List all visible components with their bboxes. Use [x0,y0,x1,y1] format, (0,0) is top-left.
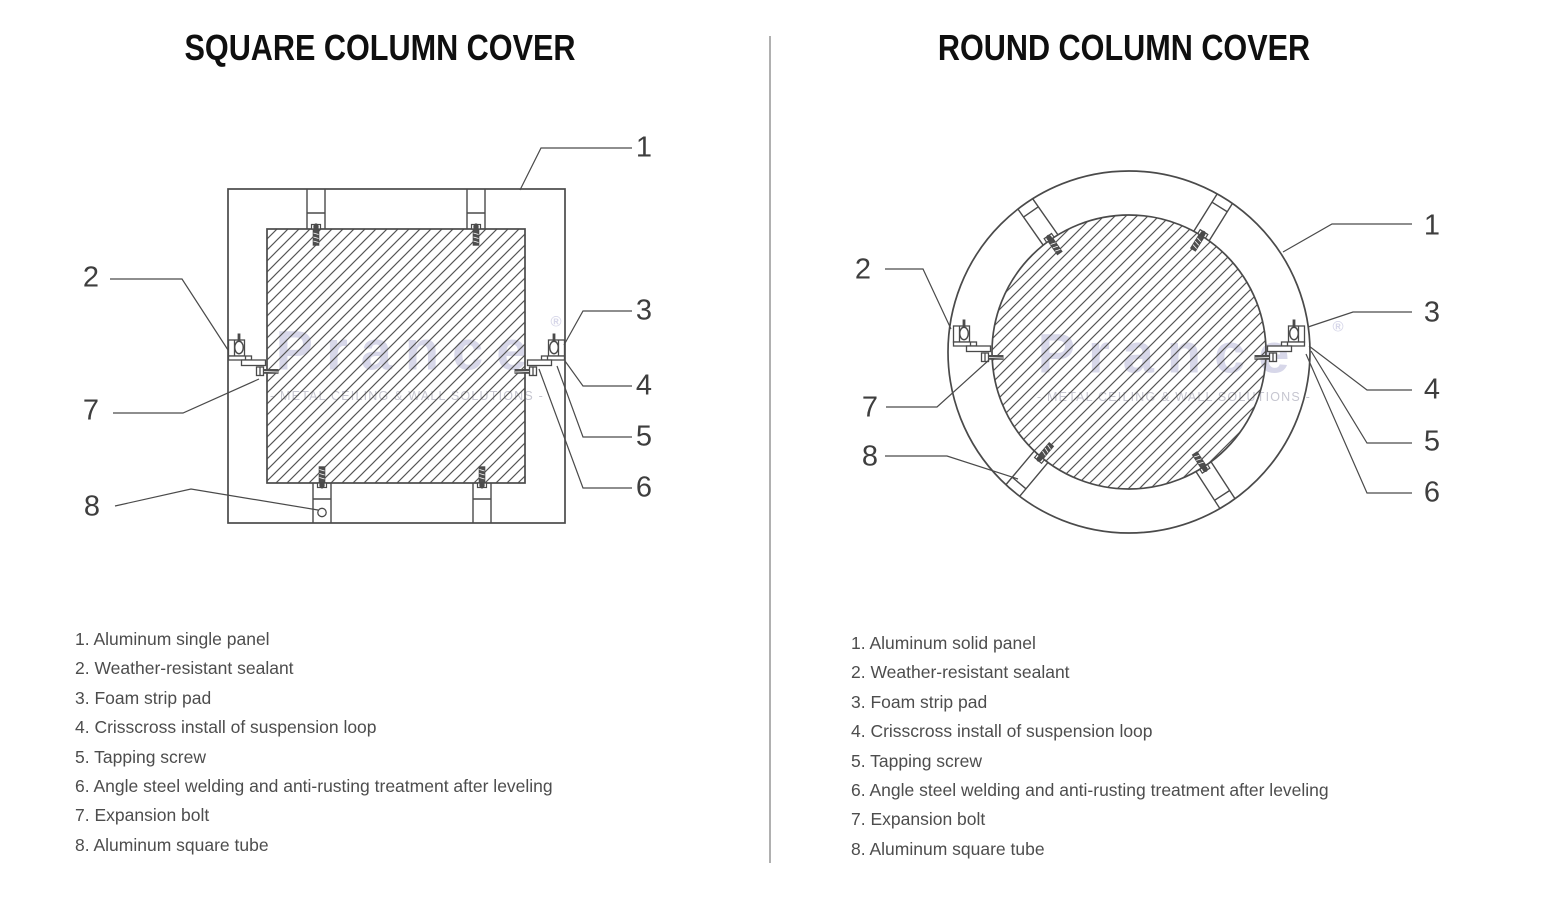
legend-item: 5. Tapping screw [851,750,983,771]
square-column-diagram [110,147,632,524]
legend-item: 7. Expansion bolt [75,805,210,826]
callout-6-round: 6 [1423,476,1441,509]
callout-1-square: 1 [635,131,653,164]
callout-4-round: 4 [1423,373,1441,406]
callout-8-round: 8 [861,440,879,473]
legend-item: 8. Aluminum square tube [75,834,269,855]
legend-item: 7. Expansion bolt [851,809,986,830]
callout-2-square: 2 [82,261,100,294]
callout-1-round: 1 [1423,209,1441,242]
callout-8-square: 8 [83,490,101,523]
square-column-hatch [266,228,526,484]
legend-square: 1. Aluminum single panel 2. Weather-resi… [75,625,553,860]
callout-3-square: 3 [635,294,653,327]
legend-item: 4. Crisscross install of suspension loop [851,721,1153,742]
callout-4-square: 4 [635,369,653,402]
bolt-hole [317,507,327,518]
round-panel-outline [947,170,1311,534]
legend-item: 6. Angle steel welding and anti-rusting … [75,776,553,797]
legend-item: 1. Aluminum solid panel [851,633,1036,653]
legend-round: 1. Aluminum solid panel 2. Weather-resis… [851,629,1329,864]
legend-item: 2. Weather-resistant sealant [851,662,1070,683]
callout-7-square: 7 [82,394,100,427]
legend-item: 6. Angle steel welding and anti-rusting … [851,780,1329,801]
round-callout-lines [885,223,1412,494]
registered-trademark-icon: ® [1332,318,1344,336]
legend-item: 4. Crisscross install of suspension loop [75,717,377,738]
legend-item: 3. Foam strip pad [851,691,988,712]
callout-5-square: 5 [635,420,653,453]
title-round-column-cover: ROUND COLUMN COVER [937,27,1311,68]
registered-trademark-icon: ® [550,313,562,331]
callout-7-round: 7 [861,391,879,424]
legend-item: 2. Weather-resistant sealant [75,658,294,679]
legend-item: 1. Aluminum single panel [75,629,270,649]
title-square-column-cover: SQUARE COLUMN COVER [184,27,576,68]
square-callout-lines [110,147,632,511]
round-column-hatch [991,214,1267,490]
callout-5-round: 5 [1423,425,1441,458]
legend-item: 8. Aluminum square tube [851,838,1045,859]
callout-3-round: 3 [1423,296,1441,329]
legend-item: 5. Tapping screw [75,746,207,767]
callout-2-round: 2 [854,253,872,286]
legend-item: 3. Foam strip pad [75,687,212,708]
callout-6-square: 6 [635,471,653,504]
round-column-diagram [885,170,1412,534]
